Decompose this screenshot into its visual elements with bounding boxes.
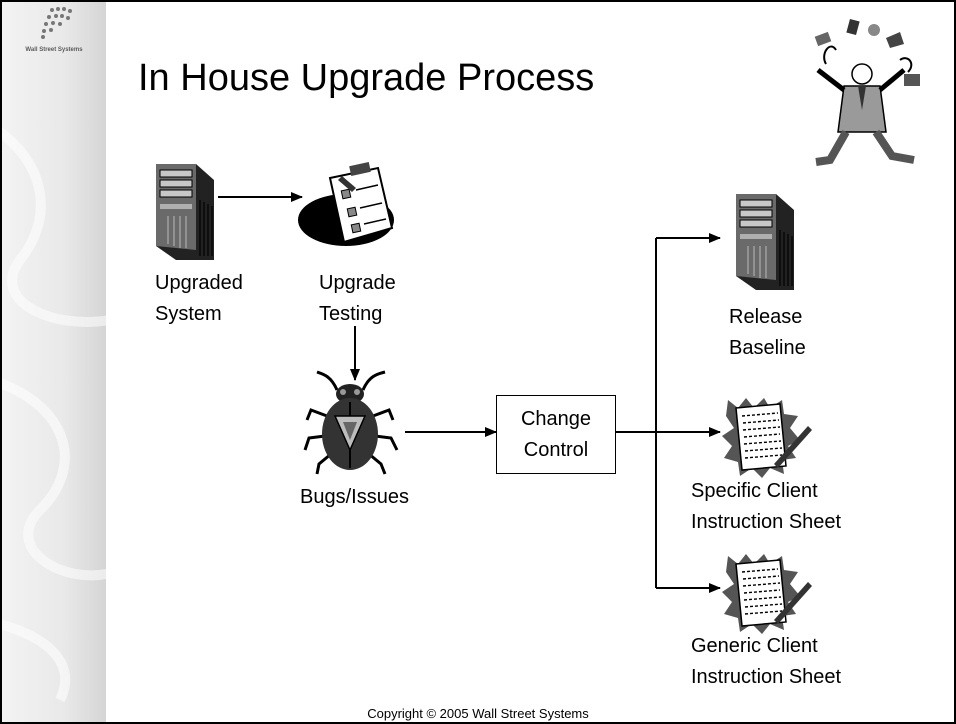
brand-text: Wall Street Systems <box>25 47 83 53</box>
connectors <box>218 192 721 593</box>
label-bugs-issues: Bugs/Issues <box>300 482 409 513</box>
clipboard-checklist-icon <box>298 162 394 246</box>
sidebar-swirls <box>0 126 122 703</box>
beetle-bug-icon <box>303 370 399 475</box>
label-line: System <box>155 303 222 325</box>
label-line: Specific Client <box>691 480 818 502</box>
label-line: Release <box>729 306 803 328</box>
label-specific-sheet: Specific Client Instruction Sheet <box>691 476 841 538</box>
label-line: Change <box>520 407 592 430</box>
server-tower-icon <box>156 164 214 260</box>
label-generic-sheet: Generic Client Instruction Sheet <box>691 631 841 693</box>
label-upgrade-testing: Upgrade Testing <box>319 268 396 330</box>
document-pen-icon <box>722 554 812 634</box>
label-line: Generic Client <box>691 635 818 657</box>
label-line: Upgraded <box>155 272 243 294</box>
label-line: Instruction Sheet <box>691 666 842 688</box>
sidebar-band <box>1 1 106 723</box>
label-line: Testing <box>319 303 383 325</box>
copyright-text: Copyright © 2005 Wall Street Systems <box>367 706 589 721</box>
label-line: Upgrade <box>319 272 396 294</box>
change-control-box: Change Control <box>496 395 616 474</box>
company-logo-icon <box>41 7 72 39</box>
label-line: Control <box>523 438 589 461</box>
slide-title: In House Upgrade Process <box>138 57 595 99</box>
label-release-baseline: Release Baseline <box>729 302 806 364</box>
document-pen-icon <box>722 398 812 478</box>
juggling-businessman-icon <box>814 18 920 166</box>
label-line: Instruction Sheet <box>691 511 842 533</box>
label-line: Baseline <box>729 337 806 359</box>
label-upgraded-system: Upgraded System <box>155 268 243 330</box>
label-line: Bugs/Issues <box>300 486 409 508</box>
server-tower-icon <box>736 194 794 290</box>
